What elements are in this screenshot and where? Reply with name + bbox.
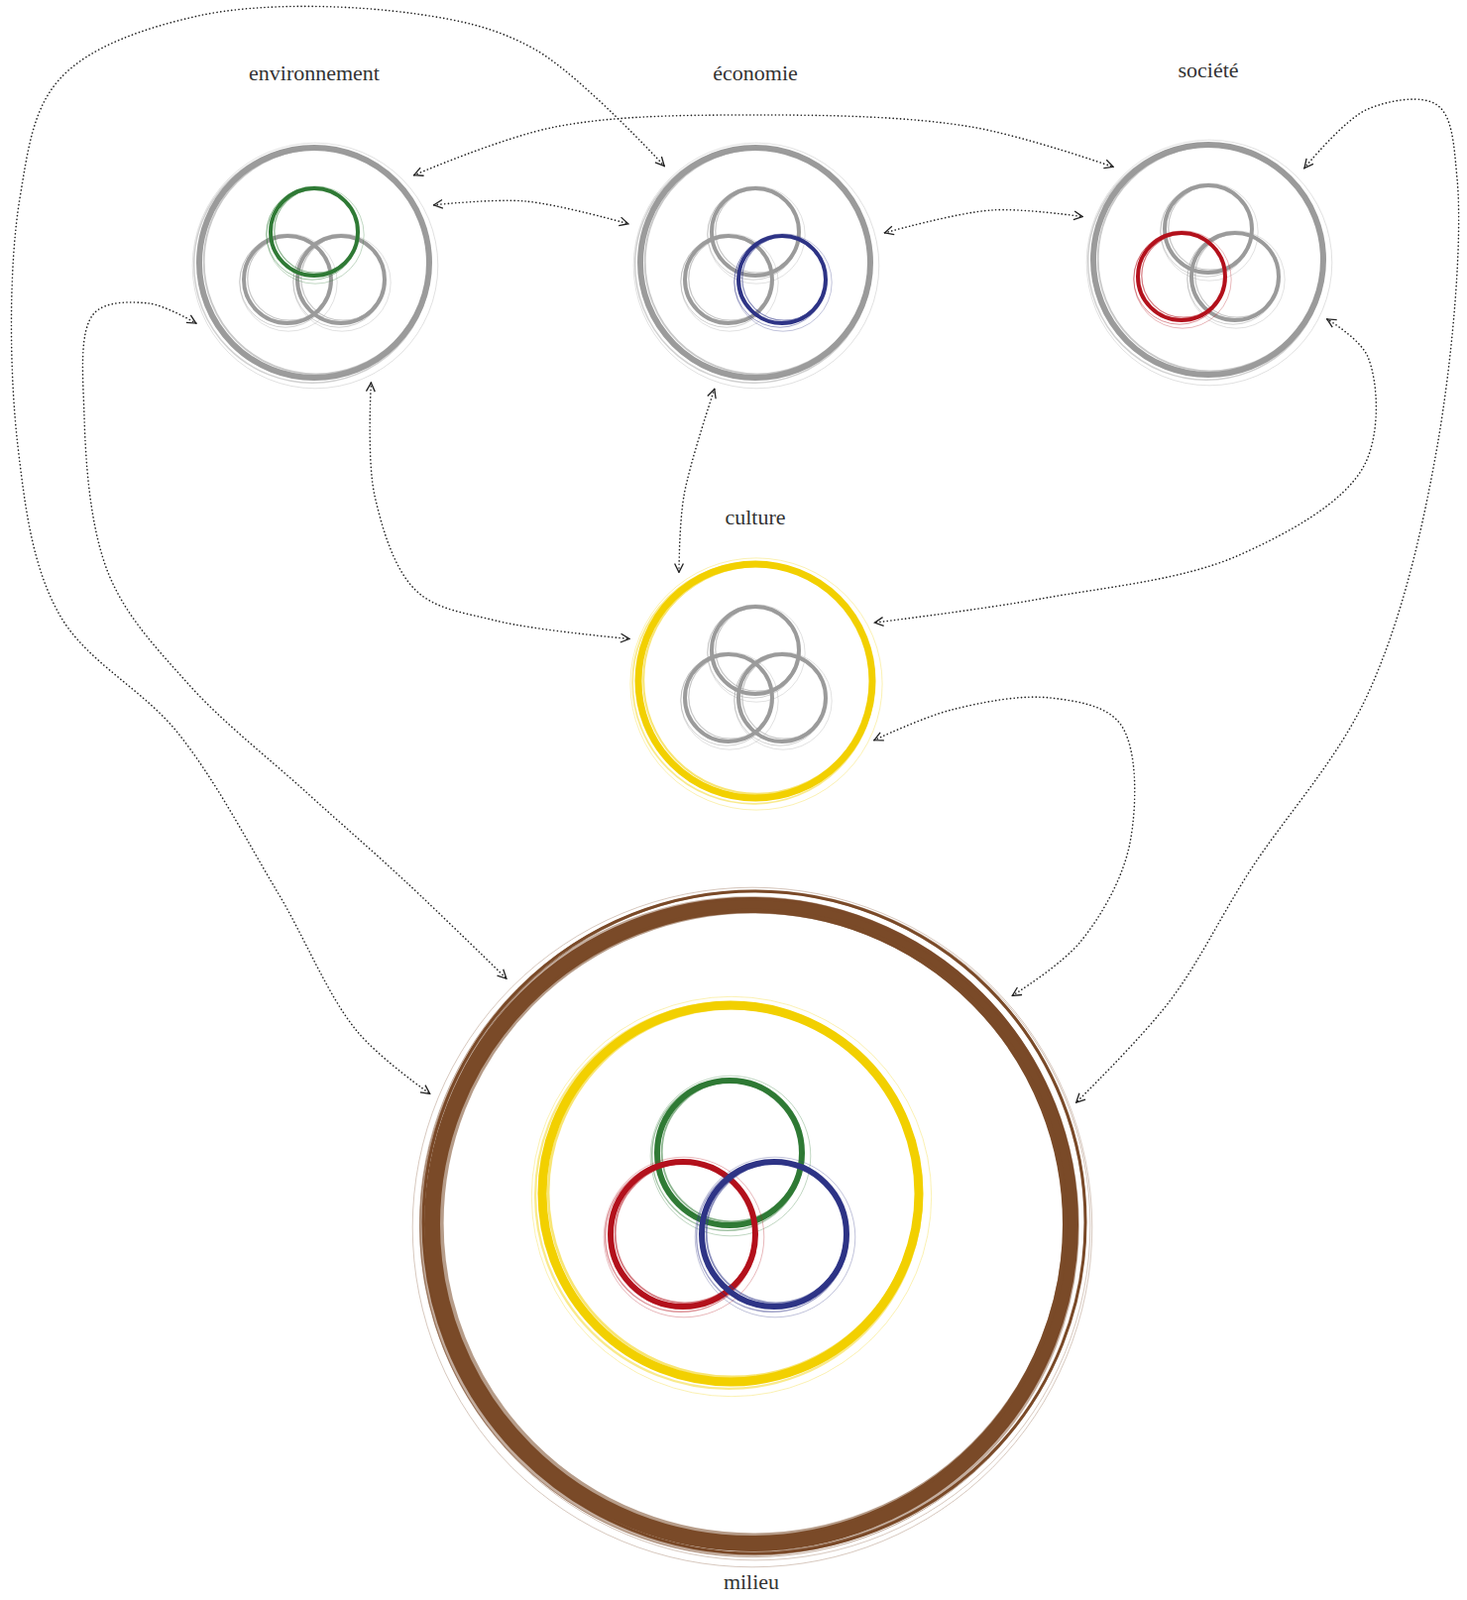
- outer-ring: [630, 558, 883, 810]
- outer-ring: [1088, 143, 1326, 381]
- venn-circle: [680, 654, 773, 746]
- outer-ring: [645, 149, 871, 375]
- circle-outline: [626, 133, 885, 392]
- venn-circle: [293, 235, 385, 328]
- outer-ring: [632, 562, 875, 804]
- venn-circle: [1141, 233, 1226, 318]
- venn-circle: [734, 654, 826, 746]
- venn-circle: [688, 655, 773, 739]
- venn-circle: [239, 235, 332, 328]
- dotted-connector: [434, 200, 629, 224]
- culture-ring: [531, 996, 931, 1396]
- venn-circle: [696, 1160, 849, 1313]
- circle-node: économie: [626, 133, 885, 392]
- circle-outline: [626, 552, 885, 810]
- outer-ring: [640, 147, 871, 378]
- circle-node: environnement: [185, 133, 444, 392]
- culture-ring: [548, 1008, 917, 1377]
- venn-circle: [239, 233, 338, 332]
- venn-circle: [715, 189, 799, 273]
- venn-circle: [274, 189, 358, 273]
- sketch-ring: [419, 891, 1085, 1557]
- outer-ring: [432, 904, 1071, 1544]
- outer-ring: [1098, 146, 1324, 372]
- venn-circle: [734, 652, 832, 750]
- venn-circle: [652, 1079, 804, 1232]
- outer-ring: [643, 565, 872, 794]
- dotted-connector: [678, 389, 715, 573]
- connectors: [10, 5, 1459, 1103]
- circle-node: milieu: [408, 881, 1095, 1568]
- venn-circle: [1195, 233, 1279, 318]
- venn-circle: [1168, 186, 1252, 270]
- outer-ring: [1093, 144, 1324, 375]
- culture-ring: [542, 1005, 919, 1382]
- outer-ring: [192, 142, 439, 389]
- culture-ring: [535, 1002, 922, 1389]
- venn-circle: [657, 1080, 802, 1226]
- node-label: environnement: [248, 60, 380, 87]
- outer-ring: [412, 887, 1093, 1568]
- dotted-connector: [82, 302, 506, 979]
- venn-circle: [701, 1161, 847, 1307]
- dotted-connector: [885, 210, 1084, 233]
- venn-circle: [680, 652, 779, 750]
- venn-circle: [301, 236, 385, 321]
- dotted-connector: [874, 319, 1376, 623]
- outer-ring: [194, 146, 432, 384]
- node-label: économie: [712, 60, 798, 87]
- dotted-connector: [369, 382, 630, 639]
- venn-circle: [734, 235, 826, 328]
- sketch-ring: [420, 890, 1091, 1561]
- outer-ring: [204, 149, 430, 375]
- venn-circle: [1133, 230, 1232, 329]
- venn-circle: [247, 236, 332, 321]
- venn-circle: [706, 1163, 847, 1304]
- venn-circle: [662, 1082, 802, 1223]
- venn-circle: [680, 235, 773, 328]
- circle-node: culture: [626, 552, 885, 810]
- outer-ring: [635, 146, 873, 384]
- outer-ring: [421, 898, 1078, 1555]
- circle-outline: [408, 881, 1095, 1568]
- node-label: société: [1177, 57, 1239, 84]
- outer-ring: [199, 147, 430, 378]
- venn-circle: [734, 233, 832, 332]
- venn-circle: [266, 186, 364, 284]
- venn-circle: [1133, 232, 1226, 325]
- venn-circle: [742, 236, 826, 321]
- outer-ring: [1086, 139, 1333, 386]
- venn-circle: [715, 607, 799, 691]
- outer-ring: [638, 564, 873, 798]
- venn-circle: [688, 236, 773, 321]
- venn-circle: [742, 655, 826, 739]
- venn-circle: [650, 1075, 811, 1237]
- venn-circle: [610, 1161, 756, 1307]
- dotted-connector: [1076, 99, 1460, 1103]
- venn-circle: [680, 233, 779, 332]
- node-label: milieu: [723, 1569, 780, 1595]
- venn-circle: [266, 188, 358, 280]
- dotted-connector: [10, 5, 665, 1094]
- venn-circle: [615, 1163, 756, 1304]
- circle-node: société: [1079, 130, 1338, 389]
- venn-circle: [293, 233, 391, 332]
- circle-outline: [185, 133, 444, 392]
- outer-ring: [633, 142, 880, 389]
- circle-outline: [1079, 130, 1338, 389]
- node-label: culture: [724, 504, 786, 531]
- venn-circle: [694, 1156, 856, 1318]
- outer-ring: [441, 910, 1066, 1536]
- venn-circle: [1187, 232, 1279, 325]
